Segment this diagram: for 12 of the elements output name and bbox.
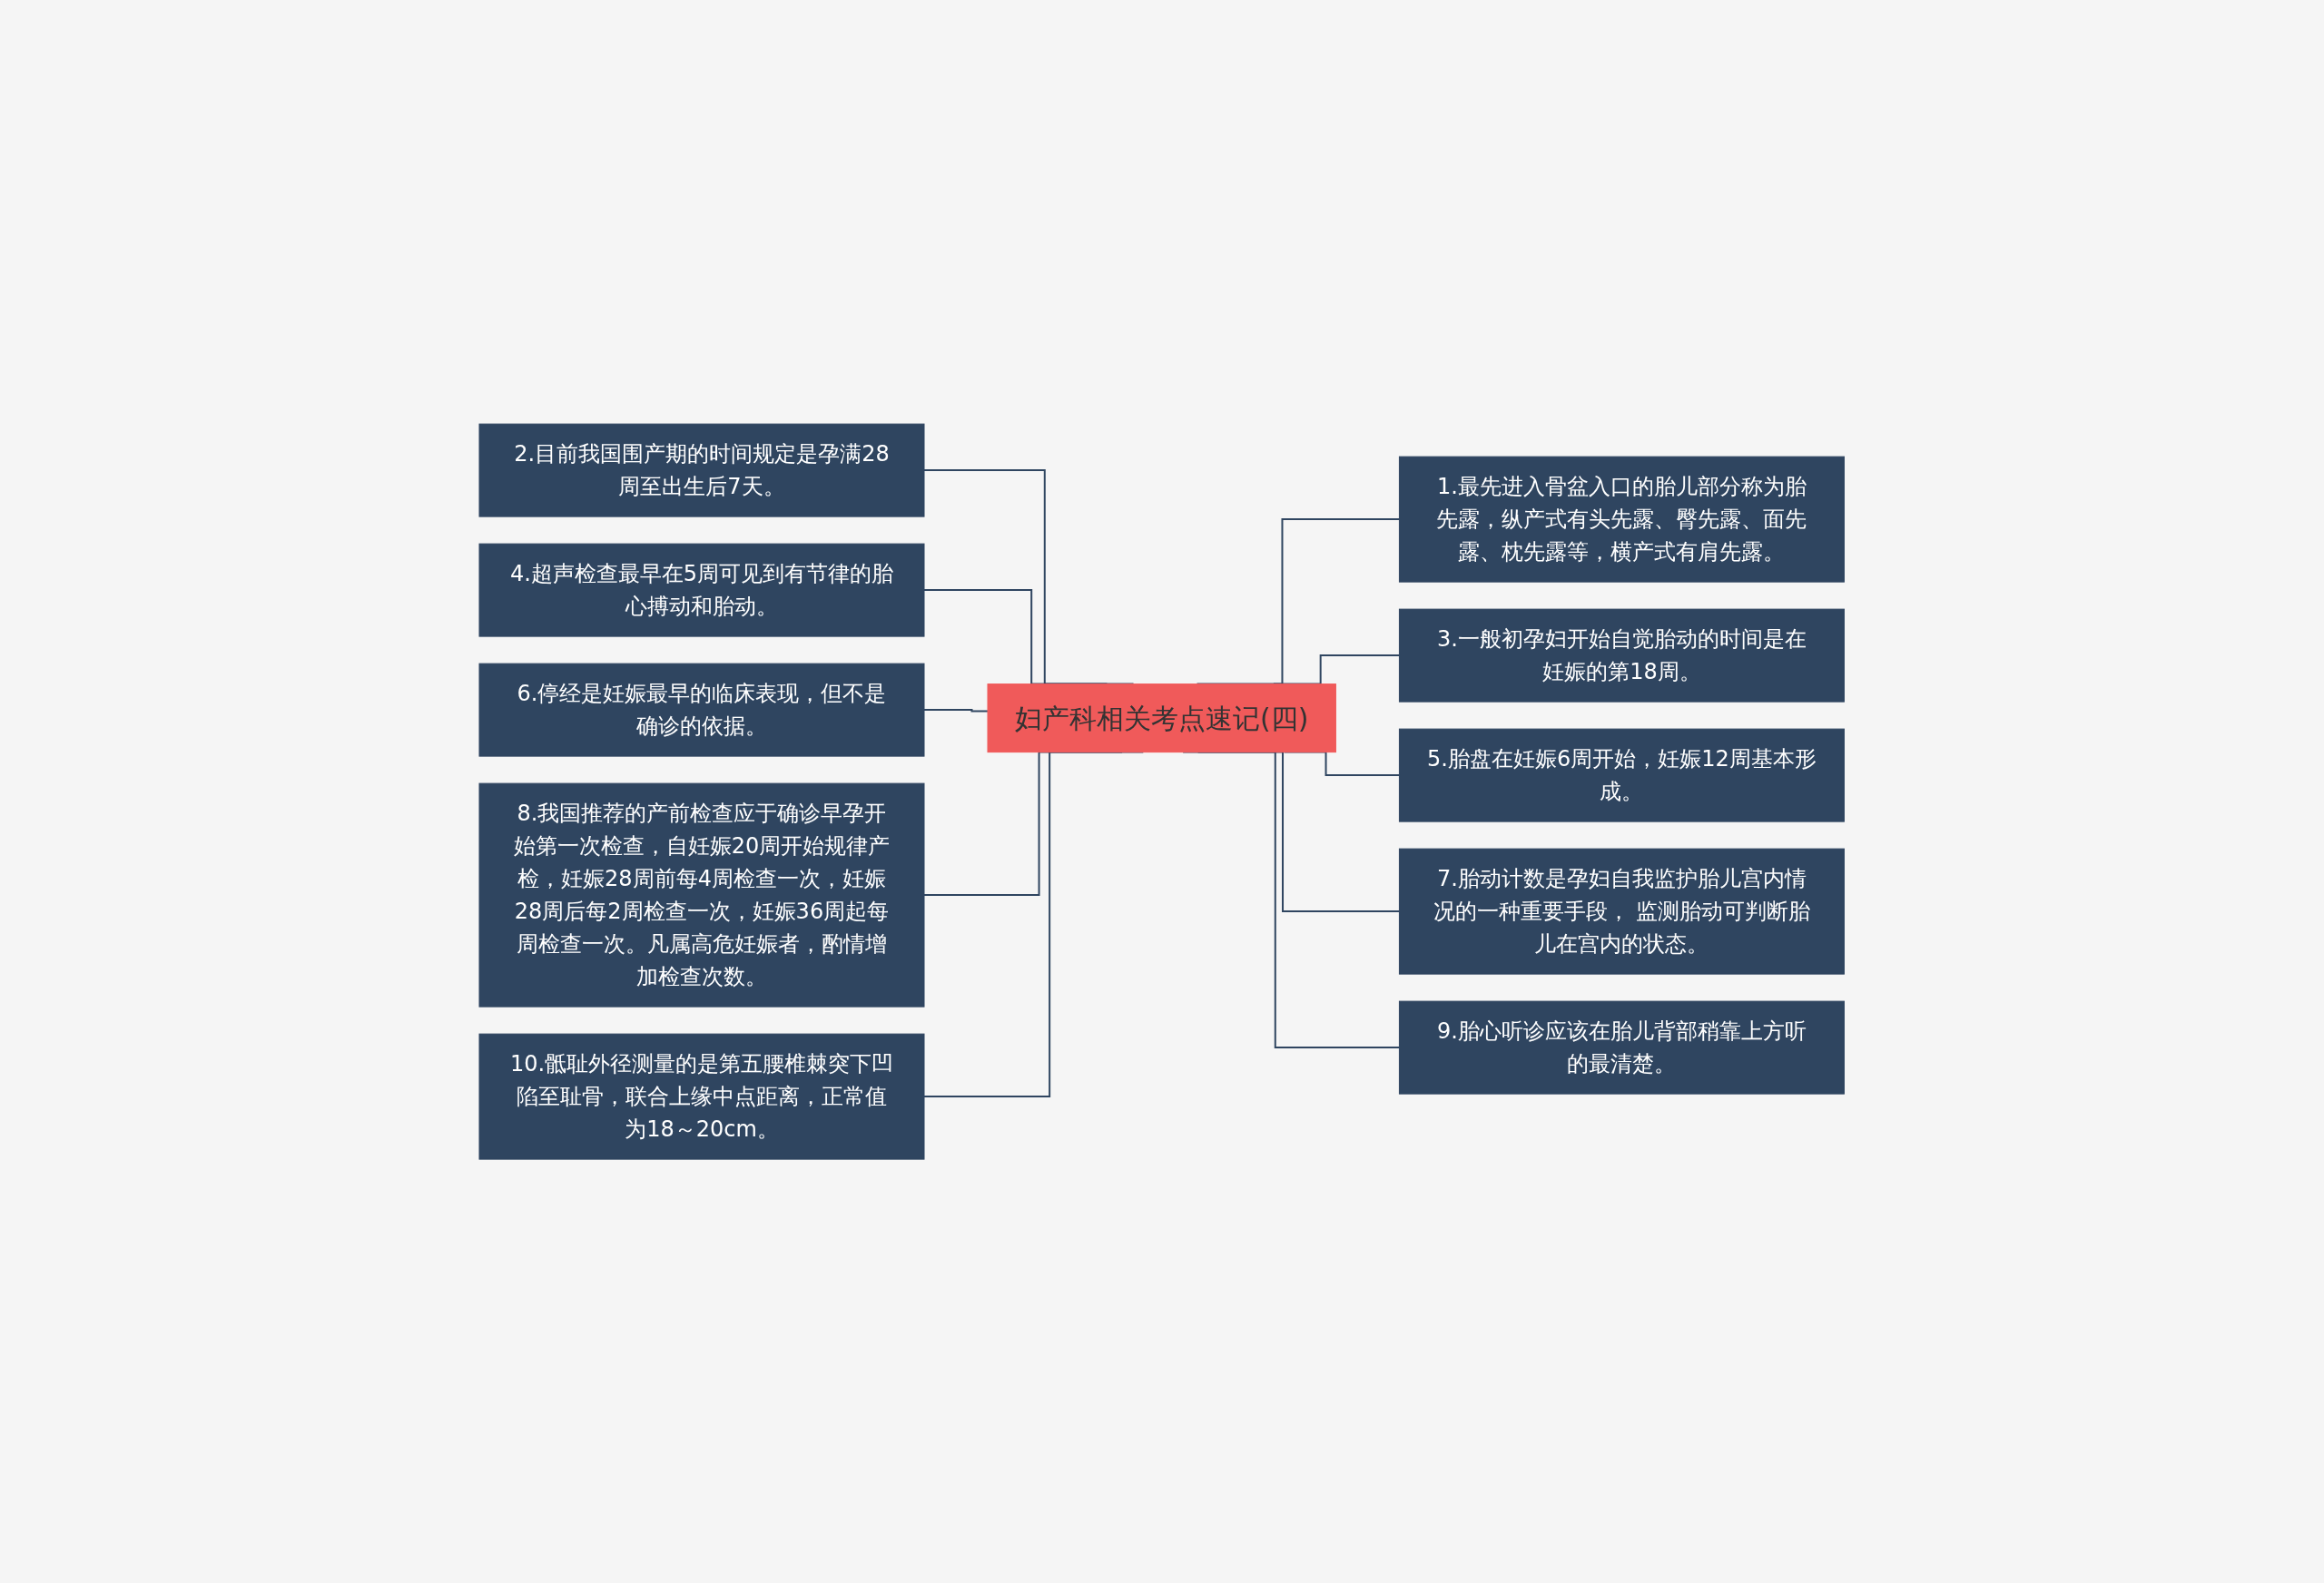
node-box: 9.胎心听诊应该在胎儿背部稍靠上方听的最清楚。 (1399, 1000, 1846, 1095)
node-box: 5.胎盘在妊娠6周开始，妊娠12周基本形成。 (1399, 728, 1846, 822)
node-box: 4.超声检查最早在5周可见到有节律的胎心搏动和胎动。 (478, 543, 925, 637)
node-box: 3.一般初孕妇开始自觉胎动的时间是在妊娠的第18周。 (1399, 608, 1846, 703)
node-box: 10.骶耻外径测量的是第五腰椎棘突下凹陷至耻骨，联合上缘中点距离，正常值为18～20cm。 (478, 1033, 925, 1160)
node-box: 7.胎动计数是孕妇自我监护胎儿宫内情况的一种重要手段， 监测胎动可判断胎儿在宫内的状态。 (1399, 848, 1846, 975)
connector (923, 709, 990, 713)
node-box: 1.最先进入骨盆入口的胎儿部分称为胎先露，纵产式有头先露、臀先露、面先露、枕先露等，横产式有肩先露。 (1399, 456, 1846, 583)
node-box: 妇产科相关考点速记(四) (987, 683, 1337, 752)
node-box: 8.我国推荐的产前检查应于确诊早孕开始第一次检查，自妊娠20周开始规律产检，妊娠28周前每4周检查一次，妊娠28周后每2周检查一次，妊娠36周起每周检查一次。凡属高危妊娠者，酌情增加检查次数。 (478, 782, 925, 1008)
node-box: 2.目前我国围产期的时间规定是孕满28周至出生后7天。 (478, 423, 925, 517)
node-box: 6.停经是妊娠最早的临床表现，但不是确诊的依据。 (478, 663, 925, 757)
